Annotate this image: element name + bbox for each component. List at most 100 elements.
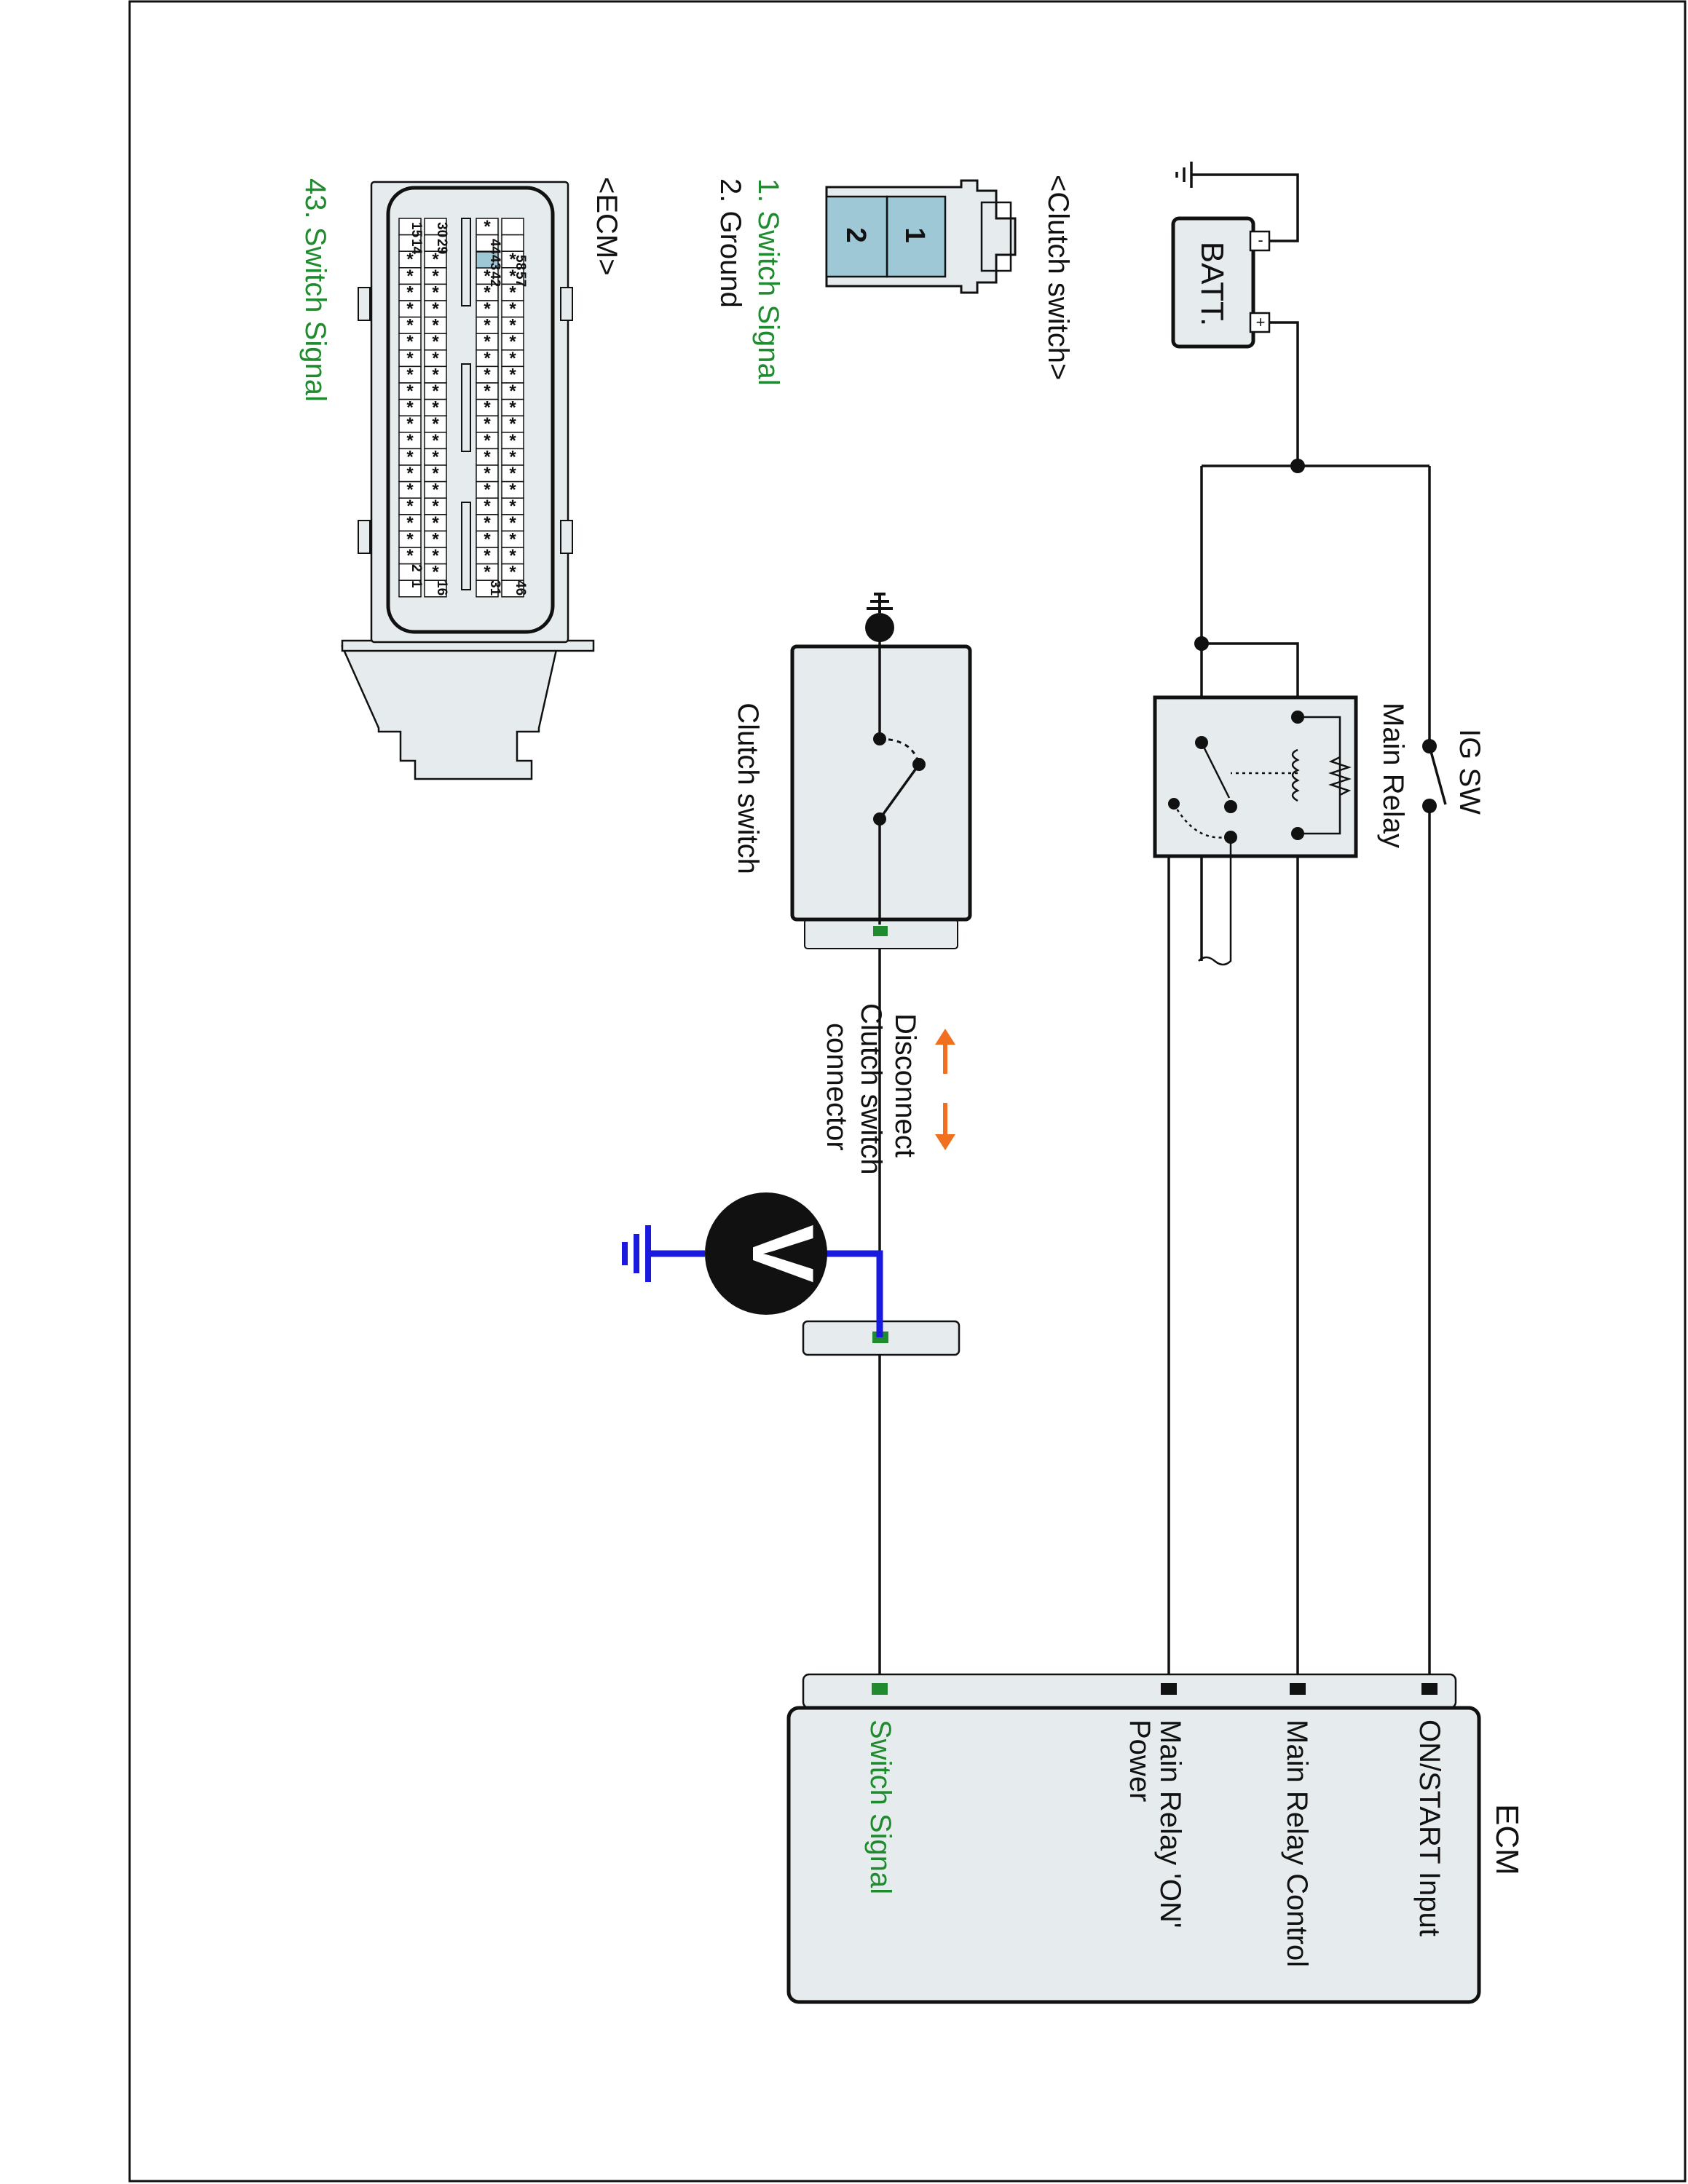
voltmeter-icon [705,1192,827,1315]
ecm-pin-unused-mark: * [509,431,516,451]
ecm-pin-unused-mark: * [432,316,439,336]
ecm-pin-44-label: 44 [487,239,502,255]
ecm-pin-unused-mark: * [484,414,491,434]
ecm-pin-cell [476,579,499,598]
ecm-pin-unused-mark: * [432,563,439,582]
voltmeter-symbol: V [734,1224,832,1283]
ecm-pin-unused-mark: * [509,447,516,467]
ecm-pin-unused-mark: * [484,546,491,566]
ecm-pin-unused-mark: * [432,365,439,384]
ecm-pin-unused-mark: * [484,381,491,401]
ecm-pin-unused-mark: * [484,480,491,500]
ecm-pin-unused-mark: * [484,563,491,582]
ecm-pin-unused-mark: * [509,266,516,286]
ecm-pin-unused-mark: * [432,349,439,368]
ecm-pin-unused-mark: * [432,480,439,500]
ecm-pin-cell [501,218,524,236]
voltmeter[interactable]: V [622,1192,961,1356]
ecm-connector-title: <ECM> [591,177,623,276]
ecm-pin-unused-mark: * [484,332,491,352]
ecm-pin-15-label: 15 [409,222,424,238]
ecm-pin-unused-mark: * [432,332,439,352]
ecm-pin-unused-mark: * [406,529,414,549]
ecm-pin-unused-mark: * [406,332,414,352]
ecm-pin-main-relay-on-power-line-2: Power [1124,1720,1156,1802]
ecm-pin-unused-mark: * [406,546,414,566]
ecm-pin-unused-mark: * [509,480,516,500]
ecm-pin-unused-mark: * [406,398,414,418]
clutch-connector-pin-1 [886,195,947,278]
ecm-pin-unused-mark: * [484,513,491,533]
clutch-pin-label-2: 2 [840,227,871,242]
ecm-pin-unused-mark: * [509,513,516,533]
ecm-pin-unused-mark: * [509,464,516,483]
ecm-pin-unused-mark: * [432,282,439,302]
ecm-pin-1-label: 1 [409,580,424,588]
ecm-pin-46-label: 46 [513,580,528,596]
ecm-pin-unused-mark: * [484,529,491,549]
ecm-label: ECM [1489,1804,1525,1875]
svg-text:-: - [1258,231,1263,249]
main-relay-label: Main Relay [1377,703,1409,848]
ecm-pin-unused-mark: * [509,414,516,434]
ecm-pin-unused-mark: * [406,447,414,467]
disconnect-note-line-1: Disconnect [889,1013,921,1158]
ecm-pin-unused-mark: * [509,496,516,516]
battery: - + BATT. [1171,216,1271,349]
ig-switch[interactable]: IG SW [1422,729,1486,815]
ecm-pin-cell [476,234,499,252]
ig-switch-label: IG SW [1454,729,1486,815]
ecm-pin-unused-mark: * [406,414,414,434]
ecm-pin-unused-mark: * [432,266,439,286]
disconnect-arrows-icon [935,1029,955,1150]
ecm-pin-unused-mark: * [432,299,439,319]
ecm-pin-unused-mark: * [406,365,414,384]
ecm-pin-cell [398,579,422,598]
ecm-pin-unused-mark: * [406,349,414,368]
ecm-pin-unused-mark: * [509,398,516,418]
ecm-pin-2-label: 2 [409,564,424,572]
ecm-pin-43-highlight [476,251,499,269]
ecm-pin-42-label: 42 [487,272,502,287]
ecm-pin-unused-mark: * [484,496,491,516]
ecm-pin-unused-mark: * [406,431,414,451]
ecm-pin-unused-mark: * [484,349,491,368]
ecm-pin-main-relay-control: Main Relay Control [1281,1720,1313,1967]
svg-text:+: + [1256,313,1266,331]
ecm-pin-unused-mark: * [432,546,439,566]
ecm-pin-unused-mark: * [509,546,516,566]
ecm-pin-57-label: 57 [513,272,528,287]
ecm-pin-unused-mark: * [432,529,439,549]
ecm-pin-unused-mark: * [432,250,439,269]
ecm-pin-58-label: 58 [513,255,528,270]
ecm-pin-unused-mark: * [406,513,414,533]
ecm-connector-view: <ECM> **********************************… [299,177,623,780]
ecm-pin-main-relay-on-power: Main Relay 'ON' Power [1124,1720,1186,1936]
ecm-pin-29-label: 29 [434,239,449,254]
ecm-pin-unused-mark: * [509,563,516,582]
clutch-switch[interactable]: Clutch switch [732,628,972,949]
ecm-pin-cell [501,579,524,598]
ecm-pin-unused-mark: * [509,349,516,368]
ecm-pin-unused-mark: * [432,464,439,483]
ecm-pin-switch-signal: Switch Signal [864,1720,896,1894]
ecm-pin-unused-mark: * [406,266,414,286]
ecm-pin-unused-mark: * [484,447,491,467]
ecm-pin-unused-mark: * [406,381,414,401]
disconnect-note-line-3: connector [821,1023,853,1151]
clutch-pin-label-1: 1 [899,227,930,242]
ecm-pin-unused-mark: * [484,316,491,336]
ecm-pin-grid: ****************************************… [398,217,524,598]
ecm-pin-unused-mark: * [484,266,491,286]
ecm-pin-16-label: 16 [434,580,449,596]
clutch-connector-view: <Clutch switch> 1 2 1. Switch Signal 2. … [714,175,1074,386]
ecm-pin-unused-mark: * [509,250,516,269]
disconnect-note-line-2: Clutch switch [855,1003,887,1175]
ecm-pin-unused-mark: * [509,316,516,336]
meter-probe-lead [818,1250,883,1337]
clutch-ground-icon [865,593,894,642]
ecm-pin-unused-mark: * [432,447,439,467]
ecm-pin-unused-mark: * [406,250,414,269]
ecm-pin-unused-mark: * [484,431,491,451]
